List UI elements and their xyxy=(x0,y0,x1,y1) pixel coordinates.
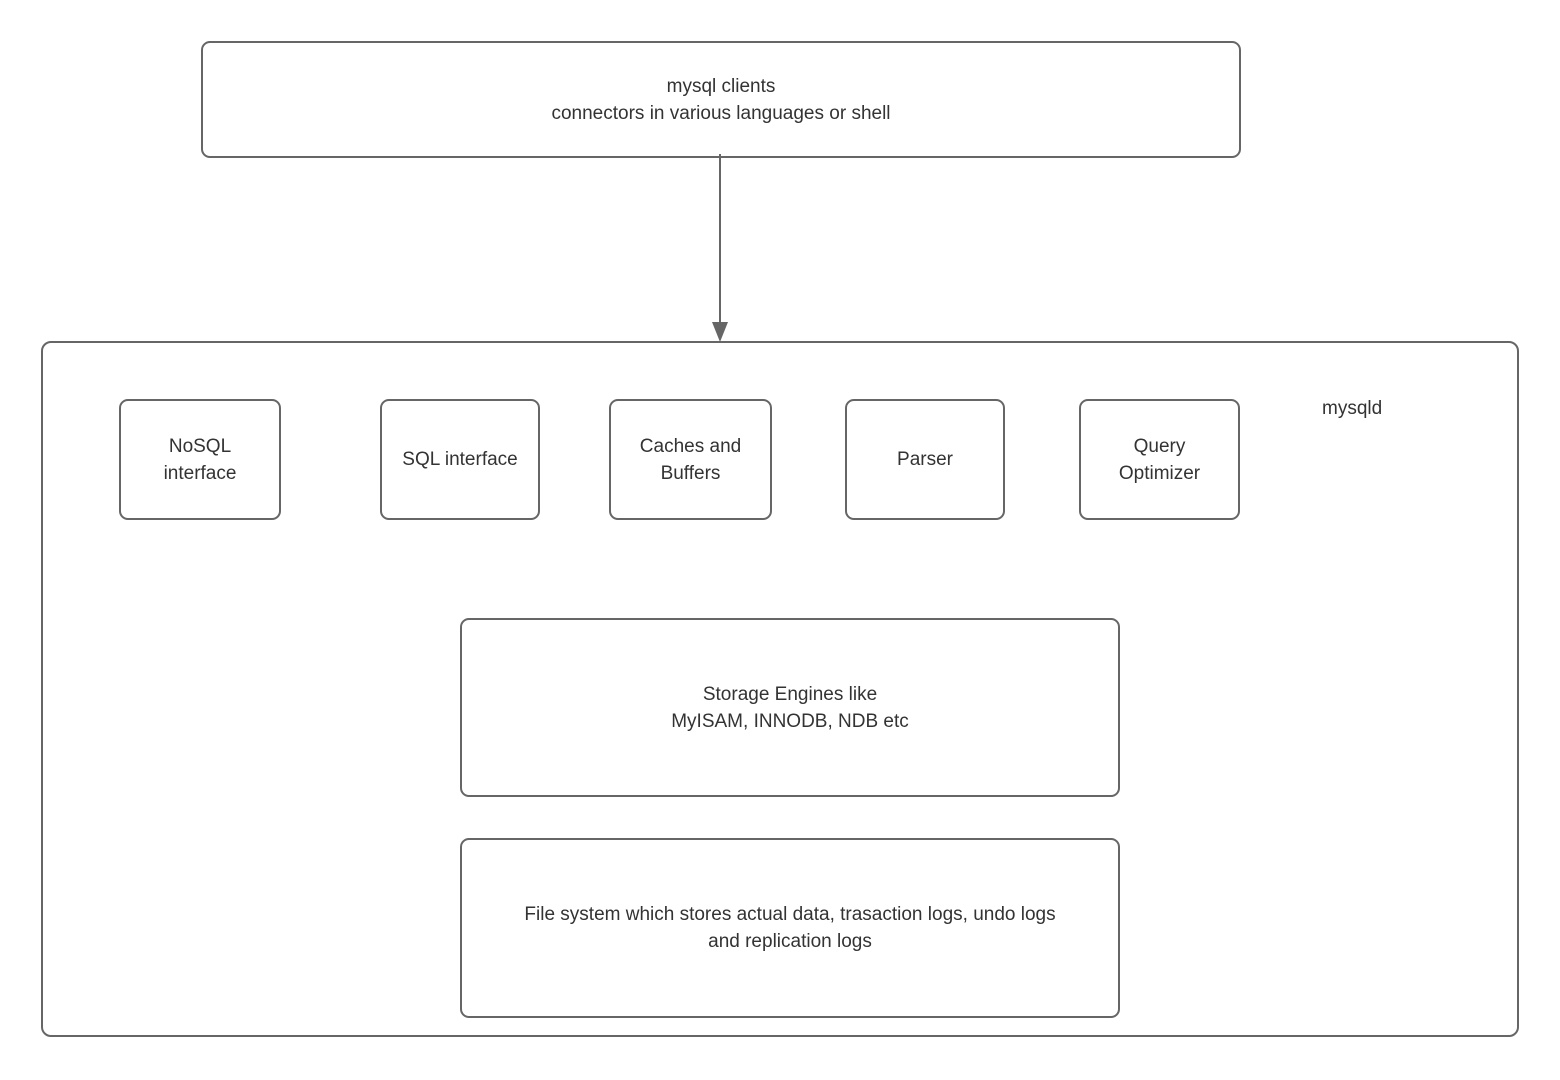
node-sql-interface-label: SQL interface xyxy=(402,449,518,470)
node-parser-label: Parser xyxy=(897,449,953,470)
node-parser[interactable]: Parser xyxy=(845,399,1005,520)
node-nosql-interface[interactable]: NoSQL interface xyxy=(119,399,281,520)
node-caches-and-buffers-label: Caches and Buffers xyxy=(639,435,742,484)
node-mysqld-label: mysqld xyxy=(1322,398,1383,419)
node-mysql-clients[interactable]: mysql clients connectors in various lang… xyxy=(201,41,1241,158)
node-file-system-label: File system which stores actual data, tr… xyxy=(524,904,1056,952)
node-storage-engines-label: Storage Engines like MyISAM, INNODB, NDB… xyxy=(671,683,909,732)
node-sql-interface[interactable]: SQL interface xyxy=(380,399,540,520)
node-storage-engines[interactable]: Storage Engines like MyISAM, INNODB, NDB… xyxy=(460,618,1120,797)
node-mysql-clients-label: mysql clients connectors in various lang… xyxy=(551,75,891,124)
node-query-optimizer-label: Query Optimizer xyxy=(1118,435,1201,484)
node-query-optimizer[interactable]: Query Optimizer xyxy=(1079,399,1240,520)
arrow-down-icon xyxy=(712,154,728,342)
node-caches-and-buffers[interactable]: Caches and Buffers xyxy=(609,399,772,520)
node-file-system[interactable]: File system which stores actual data, tr… xyxy=(460,838,1120,1018)
node-nosql-interface-label: NoSQL interface xyxy=(163,435,237,484)
